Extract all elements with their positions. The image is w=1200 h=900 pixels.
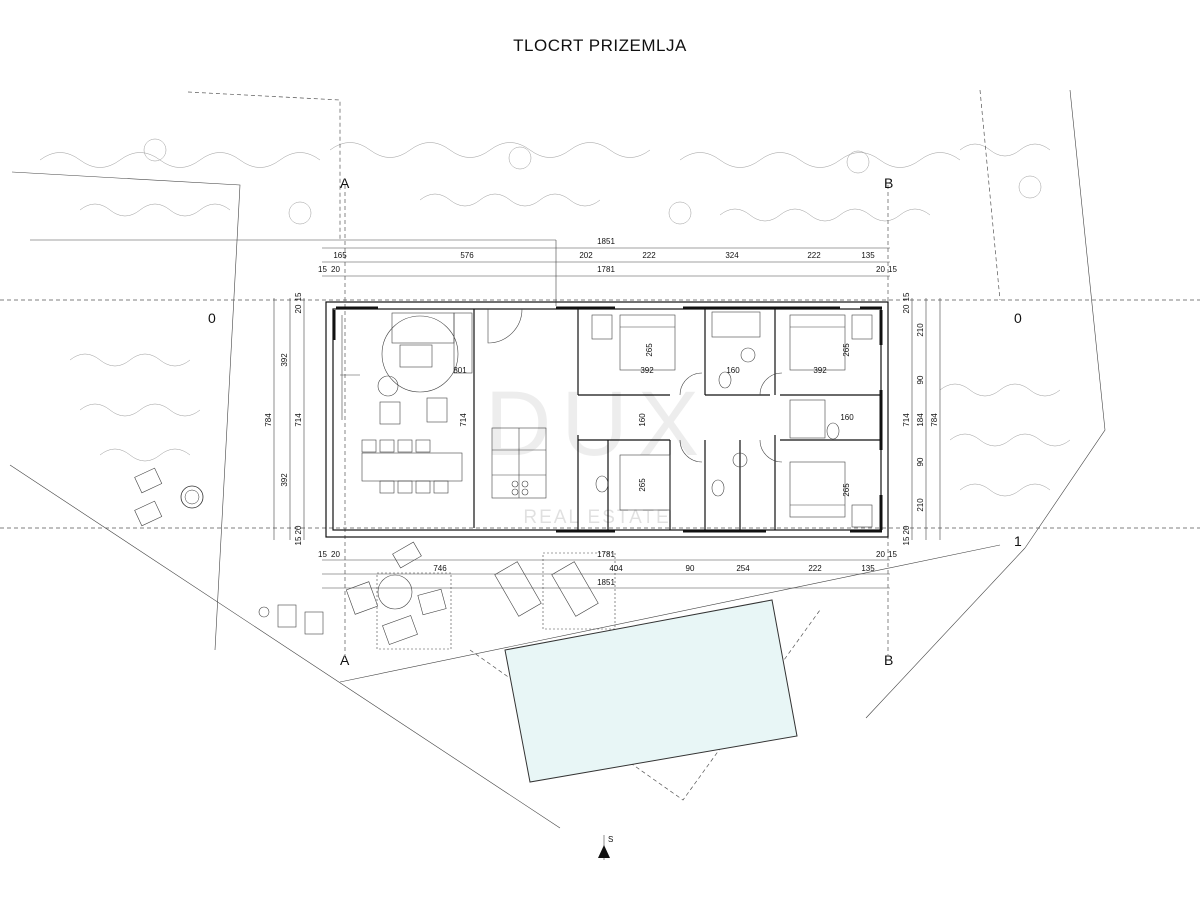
dim-top-seg-2: 576 [460,251,474,260]
dim-top-seg-6: 222 [807,251,821,260]
dim-right-edge-15-top: 15 [902,292,911,301]
dim-living-width: 801 [453,366,467,375]
dim-hall-width: 160 [638,413,647,427]
dim-bottom-seg-4: 254 [736,564,750,573]
dim-right-seg-90-bottom: 90 [916,457,925,466]
dim-bedroom-1-width: 392 [640,366,654,375]
room-dimensions: 801 714 265 392 160 265 392 160 160 265 … [453,343,854,497]
dimensions-right: 20 15 210 90 184 90 210 714 784 20 15 [902,292,941,545]
dim-top-seg-1: 165 [333,251,347,260]
dim-top-seg-5: 324 [725,251,739,260]
dim-left-inner: 714 [294,413,303,427]
page-title: TLOCRT PRIZEMLJA [513,36,687,55]
dim-right-overall: 784 [930,413,939,427]
dim-bathroom-3-height: 265 [638,478,647,492]
dim-bottom-edge-20-left: 20 [331,550,340,559]
dim-bottom-seg-1: 746 [433,564,447,573]
dim-bottom-inner: 1781 [597,550,615,559]
section-b-bottom: B [884,652,893,668]
dim-bedroom-2-height: 265 [842,343,851,357]
dim-bottom-edge-15-left: 15 [318,550,327,559]
dim-top-overall: 1851 [597,237,615,246]
dim-bottom-seg-5: 222 [808,564,822,573]
dimensions-top: 1851 165 576 202 222 324 222 135 1781 15… [318,237,897,277]
dim-left-edge-20-bottom: 20 [294,525,303,534]
dim-right-seg-210-top: 210 [916,323,925,337]
section-b-top: B [884,175,893,191]
building-walls [325,301,889,538]
terrace-furniture [134,467,616,650]
dim-bottom-seg-6: 135 [861,564,875,573]
watermark-sub: REAL ESTATE [523,507,670,528]
dim-right-edge-15-bottom: 15 [902,536,911,545]
grill-icon [180,485,204,509]
dim-right-seg-210-bottom: 210 [916,498,925,512]
dim-bottom-edge-15-right: 15 [888,550,897,559]
dim-bottom-overall: 1851 [597,578,615,587]
axis-1-right: 1 [1014,533,1022,549]
pool [504,599,798,783]
watermark-brand: DUX [485,373,709,475]
section-a-bottom: A [340,652,350,668]
dim-bedroom-2-width: 392 [813,366,827,375]
dim-left-upper: 392 [280,353,289,367]
dim-left-edge-15-top: 15 [294,292,303,301]
dim-left-lower: 392 [280,473,289,487]
dim-bedroom-1-height: 265 [645,343,654,357]
dim-top-edge-20-left: 20 [331,265,340,274]
dim-bathroom-2-width: 160 [840,413,854,422]
axis-0-left: 0 [208,310,216,326]
dim-bedroom-3-height: 265 [842,483,851,497]
section-a-top: A [340,175,350,191]
vegetation-left [69,353,201,462]
dim-left-edge-15-bottom: 15 [294,536,303,545]
axis-0-right: 0 [1014,310,1022,326]
dim-living-height: 714 [459,413,468,427]
dim-top-seg-4: 222 [642,251,656,260]
section-markers: A B A B 0 0 1 [208,175,1022,668]
dim-right-edge-20-top: 20 [902,304,911,313]
dim-top-edge-15-left: 15 [318,265,327,274]
dim-right-inner: 714 [902,413,911,427]
dim-right-seg-184: 184 [916,413,925,427]
dim-bottom-edge-20-right: 20 [876,550,885,559]
dim-top-seg-7: 135 [861,251,875,260]
vegetation-right [939,383,1071,497]
dim-top-edge-15-right: 15 [888,265,897,274]
dim-top-seg-3: 202 [579,251,593,260]
dimensions-bottom: 1781 15 20 20 15 746 404 90 254 222 135 … [318,550,897,589]
north-arrow-icon: S [598,835,613,860]
interior-furniture [361,311,873,528]
dim-left-overall: 784 [264,413,273,427]
dim-bathroom-1-width: 160 [726,366,740,375]
north-arrow-label: S [608,835,613,844]
dim-top-inner: 1781 [597,265,615,274]
dim-right-edge-20-bottom: 20 [902,525,911,534]
dim-top-edge-20-right: 20 [876,265,885,274]
dim-bottom-seg-3: 90 [686,564,695,573]
dim-right-seg-90-top: 90 [916,375,925,384]
dim-left-edge-20-top: 20 [294,304,303,313]
dim-bottom-seg-2: 404 [609,564,623,573]
vegetation-top [39,138,1051,225]
dimensions-left: 784 392 392 714 15 20 20 15 [264,292,305,545]
